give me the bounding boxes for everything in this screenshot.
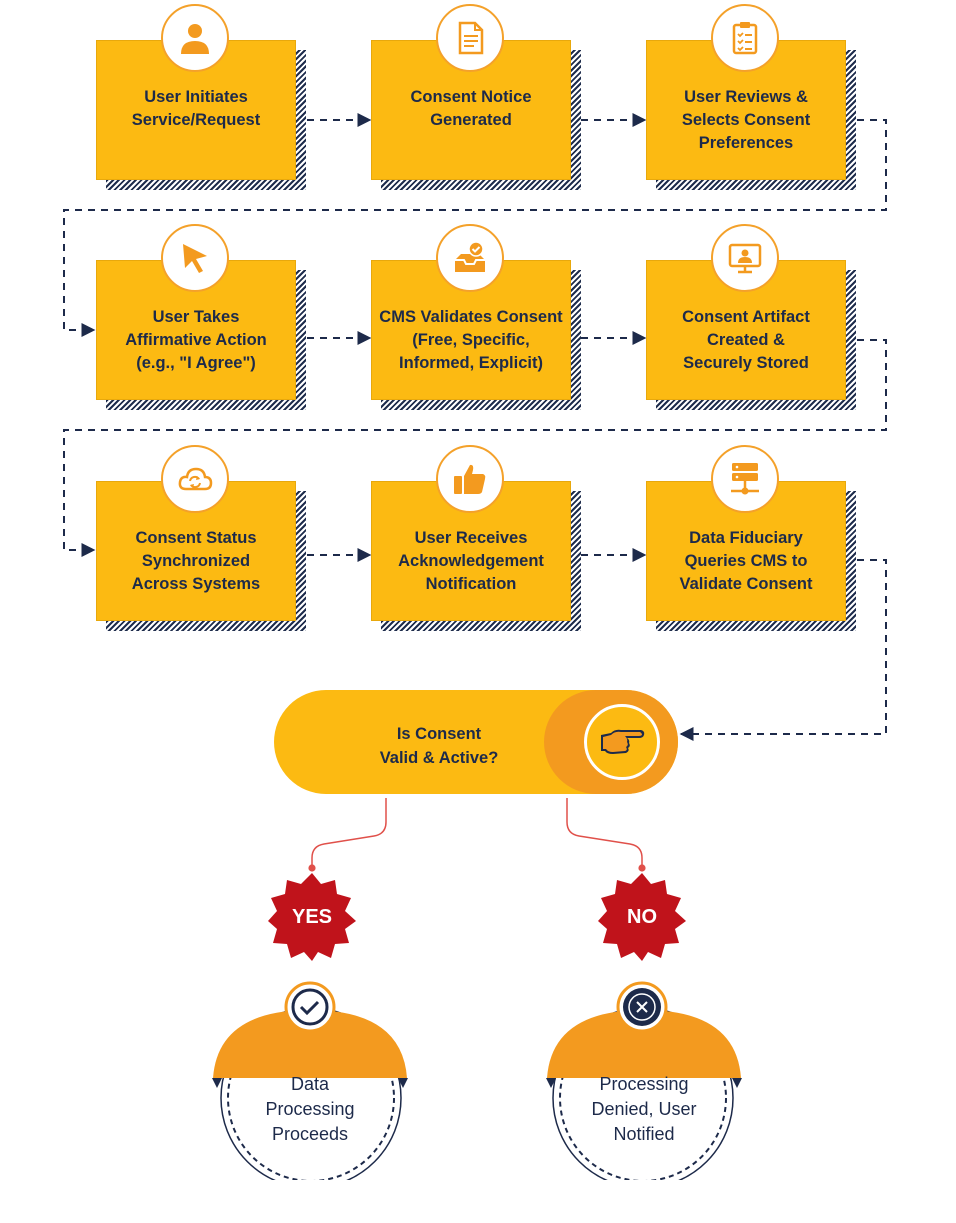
decision-icon-badge — [584, 704, 660, 780]
step-label: CMS Validates Consent (Free, Specific, I… — [379, 308, 563, 372]
step-label: Data Fiduciary Queries CMS to Validate C… — [679, 529, 813, 593]
connector-9-decision — [679, 559, 887, 741]
step-label: User Receives Acknowledgement Notificati… — [398, 529, 544, 593]
inbox-check-icon — [455, 241, 485, 272]
starburst-shape — [598, 873, 686, 961]
step-user-reviews: User Reviews & Selects Consent Preferenc… — [646, 4, 856, 190]
outcome-frame — [546, 981, 742, 1180]
icon-badge — [436, 224, 504, 292]
x-circle-icon — [623, 988, 661, 1026]
outcome-text: Processing Denied, User Notified — [591, 1074, 697, 1144]
user-icon — [181, 24, 209, 54]
decision-question: Is Consent Valid & Active? — [379, 725, 499, 767]
step-label: Consent Status Synchronized Across Syste… — [131, 529, 261, 593]
branch-line-no — [566, 798, 646, 872]
step-label: User Reviews & Selects Consent Preferenc… — [681, 88, 811, 152]
step-artifact-stored: Consent Artifact Created & Securely Stor… — [646, 224, 856, 410]
step-label: Consent Notice Generated — [410, 88, 532, 129]
step-acknowledgement: User Receives Acknowledgement Notificati… — [371, 445, 581, 631]
no-badge: NO — [596, 871, 688, 963]
check-circle-icon — [291, 988, 329, 1026]
no-label: NO — [627, 906, 657, 928]
yes-badge: YES — [266, 871, 358, 963]
outcome-proceeds: Data Processing Proceeds — [210, 980, 410, 1180]
step-affirmative-action: User Takes Affirmative Action (e.g., "I … — [96, 224, 306, 410]
outcome-text: Data Processing Proceeds — [265, 1074, 355, 1144]
icon-badge — [161, 4, 229, 72]
step-cms-validates: CMS Validates Consent (Free, Specific, I… — [371, 224, 581, 410]
document-icon — [458, 21, 484, 55]
yes-label: YES — [291, 906, 333, 928]
decision-node: Is Consent Valid & Active? — [274, 690, 678, 794]
server-icon — [731, 463, 759, 495]
step-label: User Takes Affirmative Action (e.g., "I … — [125, 308, 267, 372]
step-label: User Initiates Service/Request — [131, 88, 261, 129]
cursor-icon — [183, 244, 207, 273]
outcome-denied: Processing Denied, User Notified — [544, 980, 744, 1180]
checklist-icon — [732, 22, 758, 55]
icon-badge — [161, 445, 229, 513]
step-status-synchronized: Consent Status Synchronized Across Syste… — [96, 445, 306, 631]
monitor-user-icon — [728, 243, 762, 274]
step-user-initiates: User Initiates Service/Request — [96, 4, 306, 190]
step-consent-notice: Consent Notice Generated — [371, 4, 581, 190]
step-fiduciary-queries: Data Fiduciary Queries CMS to Validate C… — [646, 445, 856, 631]
icon-badge — [161, 224, 229, 292]
pointing-hand-icon — [601, 729, 645, 754]
step-label: Consent Artifact Created & Securely Stor… — [682, 308, 810, 372]
starburst-shape — [268, 873, 356, 961]
icon-badge — [436, 445, 504, 513]
thumbs-up-icon — [454, 464, 486, 494]
branch-line-yes — [308, 798, 387, 872]
icon-badge — [711, 445, 779, 513]
outcome-frame — [212, 981, 408, 1180]
connector-6-7 — [63, 339, 887, 557]
icon-badge — [711, 4, 779, 72]
icon-badge — [711, 224, 779, 292]
cloud-sync-icon — [178, 467, 213, 491]
icon-badge — [436, 4, 504, 72]
connector-3-4 — [63, 119, 887, 337]
